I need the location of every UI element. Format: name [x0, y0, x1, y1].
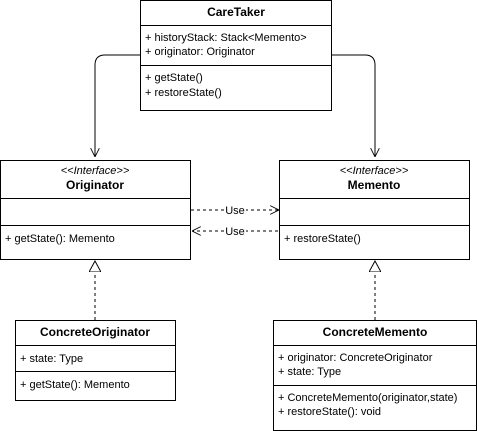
class-memento[interactable]: <<Interface>> Memento + restoreState() — [279, 160, 470, 260]
edge-caretaker-memento — [332, 54, 375, 156]
concrete-memento-method-0: + ConcreteMemento(originator,state) — [278, 392, 457, 404]
class-concrete-memento[interactable]: ConcreteMemento + originator: ConcreteOr… — [273, 320, 477, 431]
class-caretaker[interactable]: CareTaker + historyStack: Stack<Memento>… — [140, 0, 332, 111]
caretaker-attr-1: + originator: Originator — [145, 46, 255, 58]
concrete-memento-attr-1: + state: Type — [278, 366, 341, 378]
class-concrete-originator[interactable]: ConcreteOriginator + state: Type + getSt… — [15, 320, 176, 401]
caretaker-name: CareTaker — [207, 5, 265, 19]
memento-method-0: + restoreState() — [284, 233, 361, 245]
caretaker-method-1: + restoreState() — [145, 87, 222, 99]
use-label-bg-1 — [224, 204, 246, 216]
caretaker-attr-0: + historyStack: Stack<Memento> — [145, 32, 307, 44]
concrete-memento-attr-0: + originator: ConcreteOriginator — [278, 352, 433, 364]
memento-stereotype: <<Interface>> — [340, 165, 409, 177]
edge-caretaker-originator — [95, 54, 140, 156]
originator-name: Originator — [66, 178, 124, 192]
use-label-originator-to-memento: Use — [225, 205, 245, 217]
originator-stereotype: <<Interface>> — [61, 165, 130, 177]
originator-method-0: + getState(): Memento — [5, 233, 115, 245]
class-originator[interactable]: <<Interface>> Originator + getState(): M… — [0, 160, 191, 260]
memento-name: Memento — [348, 178, 401, 192]
concrete-originator-method-0: + getState(): Memento — [20, 379, 130, 391]
concrete-memento-name: ConcreteMemento — [323, 325, 428, 339]
use-label-memento-to-originator: Use — [225, 226, 245, 238]
concrete-originator-attr-0: + state: Type — [20, 353, 83, 365]
use-label-bg-2 — [224, 225, 246, 237]
caretaker-method-0: + getState() — [145, 72, 203, 84]
concrete-originator-name: ConcreteOriginator — [40, 325, 150, 339]
concrete-memento-method-1: + restoreState(): void — [278, 406, 381, 418]
